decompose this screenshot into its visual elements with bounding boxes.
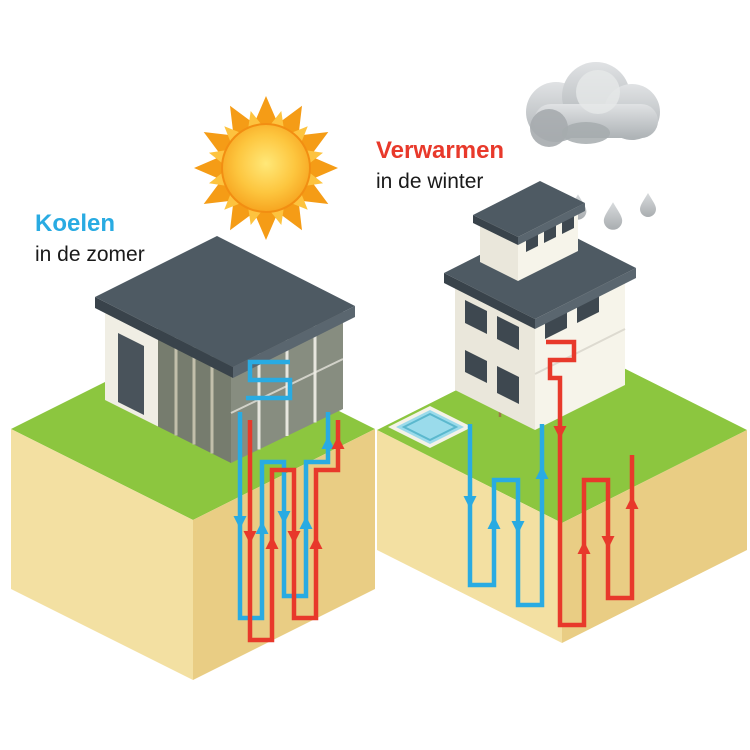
penthouse-roof-band-se — [518, 203, 585, 245]
house-summer — [95, 236, 355, 463]
roof-band-sw — [444, 273, 535, 329]
label-heating-title: Verwarmen — [376, 137, 504, 164]
cloud-shadow-lobe — [530, 109, 568, 147]
roof-top — [444, 222, 636, 319]
roof-band-sw — [95, 297, 233, 378]
pipe-hot — [546, 339, 635, 628]
penthouse-roof-top — [473, 181, 585, 237]
ground-loop-winter — [463, 339, 639, 628]
rain-cloud-icon — [526, 62, 660, 230]
pipe-cold — [467, 424, 545, 608]
ground-loop-summer — [233, 359, 345, 643]
window — [465, 300, 487, 334]
raindrop-icon — [603, 202, 623, 230]
label-heating: Verwarmen in de winter — [376, 137, 504, 193]
pool-inner-line — [401, 412, 459, 442]
cloud-shadow-lobe — [562, 122, 610, 144]
label-cooling-subtitle: in de zomer — [35, 243, 145, 266]
heat-exchanger-coil-cold — [246, 359, 293, 401]
raindrop-icon — [640, 193, 656, 217]
pipe-hot — [247, 420, 341, 643]
label-heating-subtitle: in de winter — [376, 170, 483, 193]
pool-water — [396, 410, 464, 444]
roof-top — [95, 236, 355, 367]
sun-icon — [194, 96, 338, 240]
penthouse-roof-band-sw — [473, 215, 518, 245]
sun-core — [221, 123, 311, 213]
door — [497, 366, 519, 404]
cloud-highlight — [576, 70, 620, 114]
house-winter — [444, 181, 636, 430]
door — [118, 333, 144, 415]
label-cooling: Koelen in de zomer — [35, 210, 145, 266]
window — [497, 316, 519, 350]
window — [465, 350, 487, 383]
soil-face-left — [11, 429, 193, 680]
glass-transom — [230, 358, 344, 414]
roof-band-se — [535, 268, 636, 329]
label-cooling-title: Koelen — [35, 210, 115, 237]
